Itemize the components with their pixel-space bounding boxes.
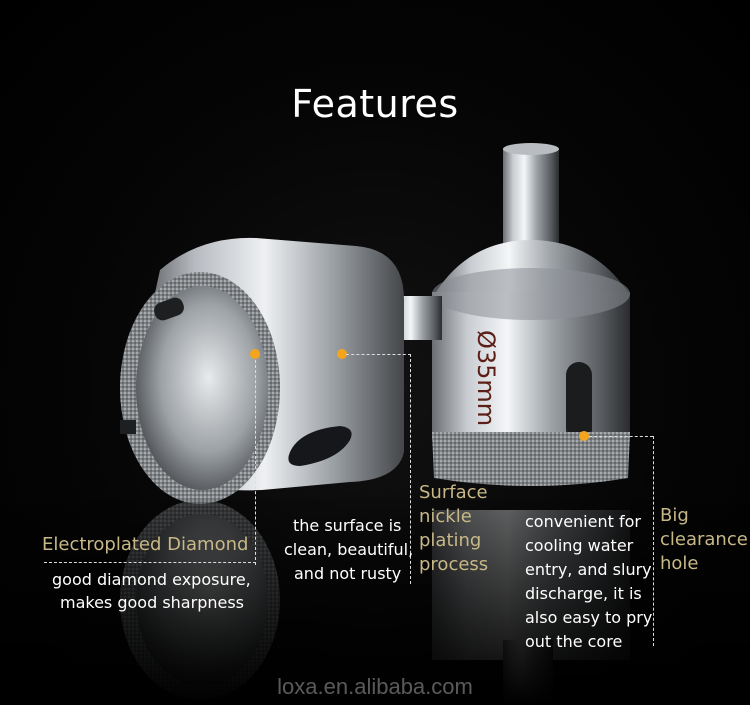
feature-heading-clearance: hole [660, 553, 699, 574]
feature-heading-electroplated: Electroplated Diamond [42, 534, 249, 555]
callout-line-surface [410, 354, 411, 584]
callout-line-diamond [255, 360, 256, 565]
feature-heading-clearance: Big [660, 505, 689, 526]
feature-text-line: convenient for [525, 512, 641, 531]
callout-dot-clearance [579, 431, 589, 441]
feature-text-line: discharge, it is [525, 584, 642, 603]
feature-text-line: makes good sharpness [60, 593, 244, 612]
feature-text-line: clean, beautiful, [284, 540, 414, 559]
feature-heading-surface: nickle [419, 506, 472, 527]
feature-text-line: good diamond exposure, [52, 570, 251, 589]
feature-text-line: out the core [525, 632, 623, 651]
callout-dot-surface [337, 349, 347, 359]
page-title: Features [291, 82, 459, 126]
callout-dot-diamond [250, 349, 260, 359]
feature-text-line: cooling water [525, 536, 634, 555]
feature-heading-surface: Surface [419, 482, 488, 503]
watermark: loxa.en.alibaba.com [277, 674, 473, 699]
feature-text-line: entry, and slury [525, 560, 652, 579]
feature-text-line: the surface is [293, 516, 402, 535]
feature-text-line: also easy to pry [525, 608, 653, 627]
clearance-hole [566, 362, 592, 442]
feature-text-line: and not rusty [294, 564, 402, 583]
feature-heading-clearance: clearance [660, 529, 748, 550]
callout-line-clearance [653, 436, 654, 646]
right-bit-diamond-ring [432, 432, 630, 486]
feature-heading-surface: plating [419, 530, 482, 551]
size-marking: Ø35mm [472, 330, 500, 426]
feature-heading-surface: process [419, 554, 489, 575]
